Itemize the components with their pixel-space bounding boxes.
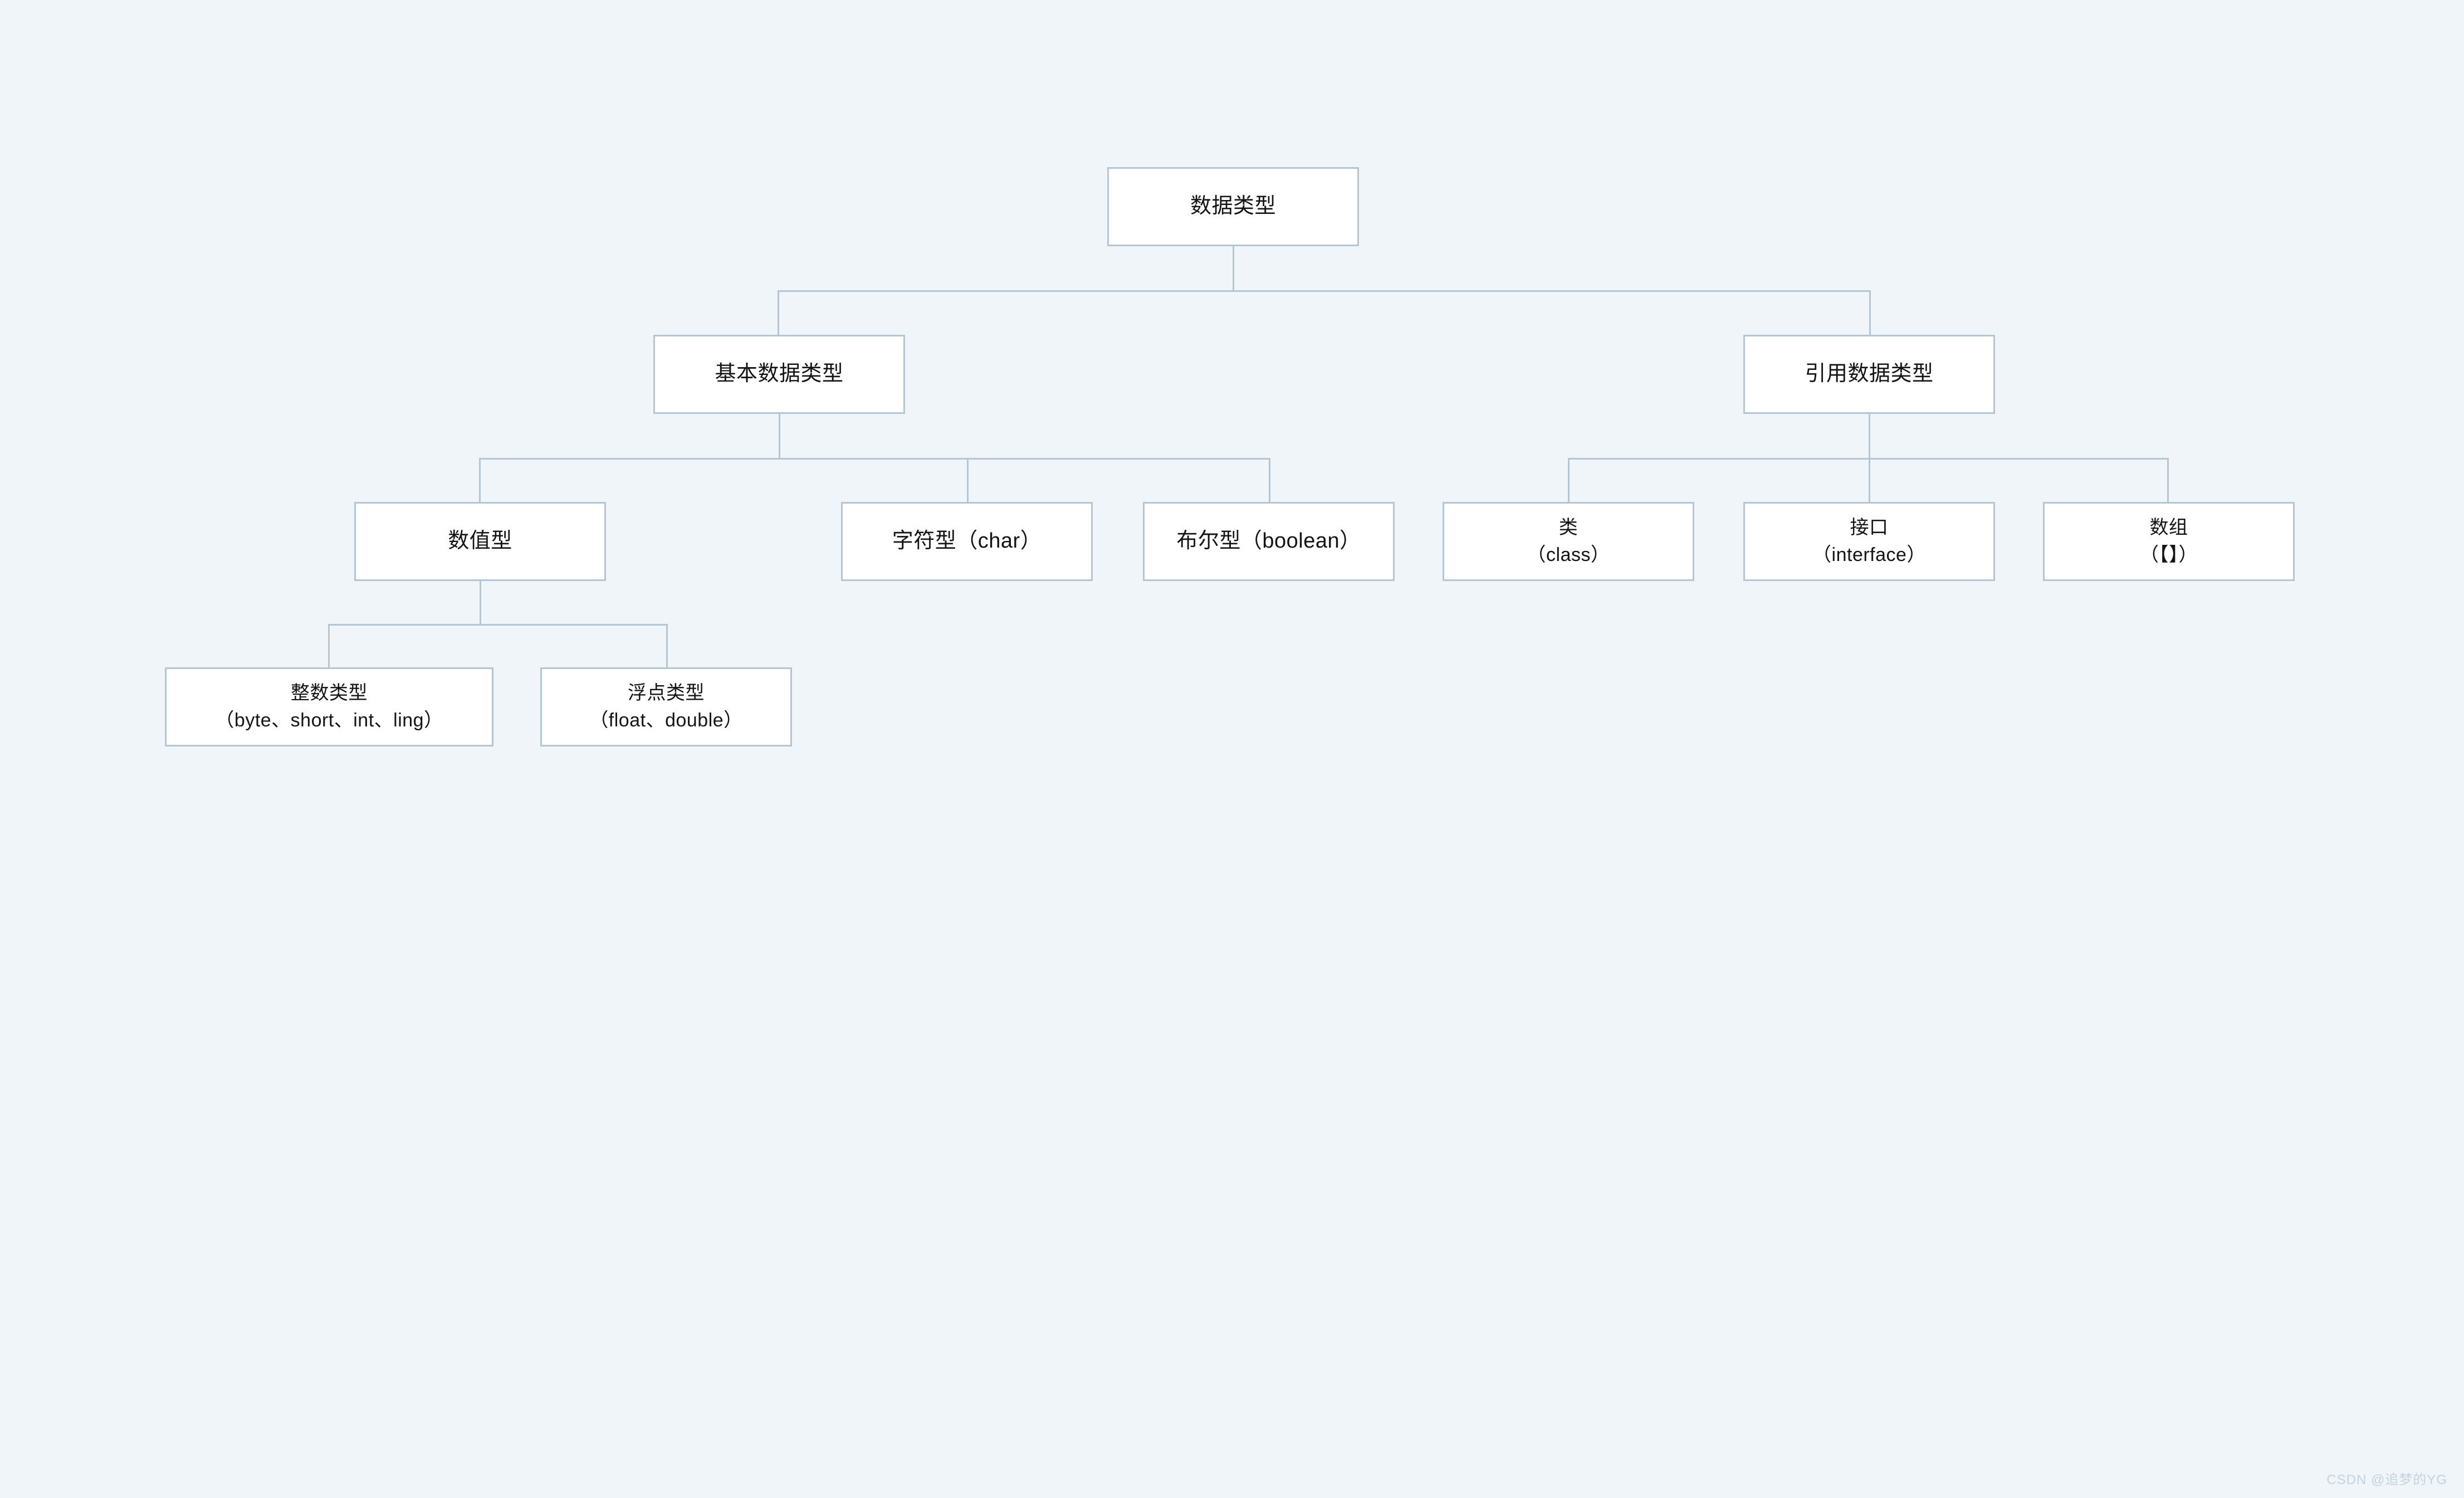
node-label-char: 字符型（char） (892, 529, 1042, 553)
connector-numeric-to-integer (328, 624, 330, 667)
node-array[interactable]: 数组 （【】） (2043, 502, 2295, 581)
node-label-array: 数组 （【】） (2140, 516, 2198, 565)
connector-primitive-to-numeric (479, 458, 481, 502)
node-numeric[interactable]: 数值型 (354, 502, 606, 581)
node-primitive[interactable]: 基本数据类型 (653, 335, 905, 414)
node-char[interactable]: 字符型（char） (841, 502, 1093, 581)
connector-root-to-reference (1869, 290, 1871, 335)
connector-primitive-stem (779, 414, 780, 458)
connector-reference-bus (1568, 458, 2169, 460)
node-label-numeric: 数值型 (448, 529, 512, 553)
connector-primitive-to-char (967, 458, 969, 502)
node-label-interface: 接口 （interface） (1812, 516, 1926, 565)
node-label-class: 类 （class） (1527, 516, 1610, 565)
node-class[interactable]: 类 （class） (1443, 502, 1694, 581)
csdn-watermark: CSDN @追梦的YG (2326, 1472, 2447, 1487)
node-label-boolean: 布尔型（boolean） (1176, 529, 1361, 553)
node-reference[interactable]: 引用数据类型 (1743, 335, 1995, 414)
node-label-reference: 引用数据类型 (1805, 362, 1934, 386)
node-boolean[interactable]: 布尔型（boolean） (1143, 502, 1395, 581)
node-label-integer: 整数类型 （byte、short、int、ling） (215, 682, 443, 731)
connector-reference-to-class (1568, 458, 1570, 502)
connector-root-stem (1233, 246, 1234, 290)
connector-primitive-bus (479, 458, 1269, 460)
node-label-root: 数据类型 (1190, 194, 1276, 218)
node-integer[interactable]: 整数类型 （byte、short、int、ling） (165, 667, 493, 746)
connector-reference-to-interface (1869, 458, 1870, 502)
node-root[interactable]: 数据类型 (1107, 167, 1359, 246)
connector-reference-to-array (2167, 458, 2169, 502)
node-interface[interactable]: 接口 （interface） (1743, 502, 1995, 581)
connector-root-to-primitive (778, 290, 779, 335)
connector-numeric-stem (480, 581, 481, 624)
connector-reference-stem (1869, 414, 1870, 458)
node-label-primitive: 基本数据类型 (715, 362, 844, 386)
node-label-float: 浮点类型 （float、double） (589, 682, 743, 731)
connector-root-bus (778, 290, 1869, 292)
connector-numeric-to-float (666, 624, 668, 667)
node-float[interactable]: 浮点类型 （float、double） (540, 667, 792, 746)
connector-numeric-bus (328, 624, 668, 626)
connector-primitive-to-boolean (1269, 458, 1270, 502)
